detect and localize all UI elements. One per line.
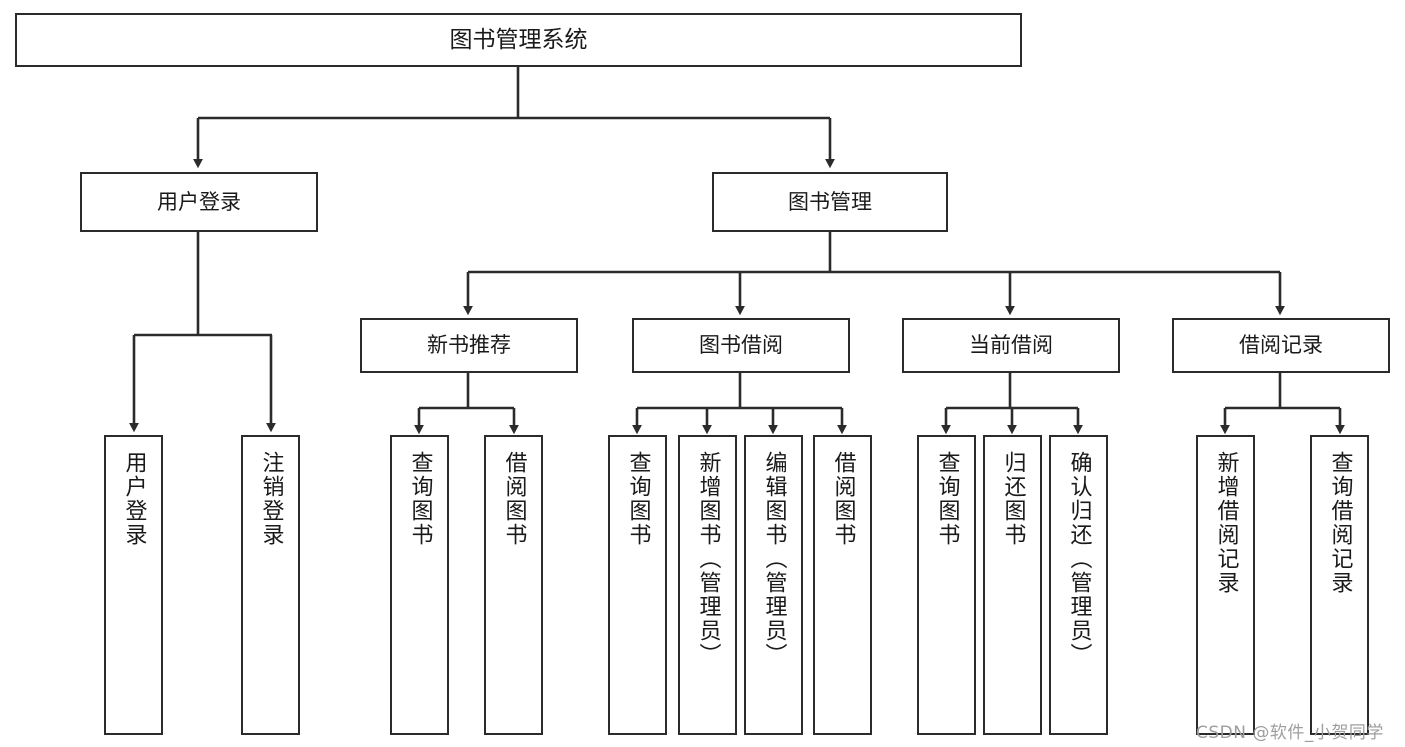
node-leaf-borrow-book-rec-label: 借阅图书 (501, 451, 527, 547)
node-leaf-query-book-borrow-label: 查询图书 (625, 451, 651, 547)
node-leaf-borrow-book-label: 借阅图书 (830, 451, 856, 547)
node-leaf-query-book-borrow[interactable]: 查询图书 (608, 435, 667, 735)
node-book-manage-label: 图书管理 (788, 189, 872, 214)
node-root-label: 图书管理系统 (449, 26, 588, 53)
node-leaf-return-book[interactable]: 归还图书 (983, 435, 1042, 735)
node-leaf-confirm-return-admin-label: 确认归还（管理员） (1066, 451, 1092, 667)
node-leaf-user-logout-label: 注销登录 (258, 451, 284, 547)
node-leaf-borrow-book-rec[interactable]: 借阅图书 (484, 435, 543, 735)
node-leaf-edit-book-admin[interactable]: 编辑图书（管理员） (744, 435, 803, 735)
node-new-book-rec-label: 新书推荐 (427, 333, 511, 358)
node-current-borrow-label: 当前借阅 (969, 333, 1053, 358)
node-leaf-user-login-label: 用户登录 (121, 451, 147, 547)
node-root[interactable]: 图书管理系统 (15, 13, 1022, 67)
node-book-borrow[interactable]: 图书借阅 (632, 318, 850, 373)
node-leaf-add-book-admin[interactable]: 新增图书（管理员） (678, 435, 737, 735)
node-user-login-label: 用户登录 (157, 189, 241, 214)
node-new-book-rec[interactable]: 新书推荐 (360, 318, 578, 373)
node-book-manage[interactable]: 图书管理 (712, 172, 948, 232)
watermark: CSDN @软件_小贺同学 (1196, 723, 1384, 743)
node-borrow-record-label: 借阅记录 (1239, 333, 1323, 358)
node-user-login[interactable]: 用户登录 (80, 172, 318, 232)
node-leaf-return-book-label: 归还图书 (1000, 451, 1026, 547)
node-leaf-query-book-cur-label: 查询图书 (934, 451, 960, 547)
node-leaf-add-book-admin-label: 新增图书（管理员） (695, 451, 721, 667)
node-borrow-record[interactable]: 借阅记录 (1172, 318, 1390, 373)
node-book-borrow-label: 图书借阅 (699, 333, 783, 358)
node-leaf-add-borrow-record[interactable]: 新增借阅记录 (1196, 435, 1255, 735)
node-leaf-query-borrow-record-label: 查询借阅记录 (1327, 451, 1353, 595)
node-current-borrow[interactable]: 当前借阅 (902, 318, 1120, 373)
node-leaf-query-book-cur[interactable]: 查询图书 (917, 435, 976, 735)
node-leaf-add-borrow-record-label: 新增借阅记录 (1213, 451, 1239, 595)
node-leaf-query-borrow-record[interactable]: 查询借阅记录 (1310, 435, 1369, 735)
node-leaf-edit-book-admin-label: 编辑图书（管理员） (761, 451, 787, 667)
node-leaf-query-book-rec-label: 查询图书 (407, 451, 433, 547)
node-leaf-borrow-book[interactable]: 借阅图书 (813, 435, 872, 735)
node-leaf-confirm-return-admin[interactable]: 确认归还（管理员） (1049, 435, 1108, 735)
node-leaf-user-login[interactable]: 用户登录 (104, 435, 163, 735)
node-leaf-query-book-rec[interactable]: 查询图书 (390, 435, 449, 735)
node-leaf-user-logout[interactable]: 注销登录 (241, 435, 300, 735)
